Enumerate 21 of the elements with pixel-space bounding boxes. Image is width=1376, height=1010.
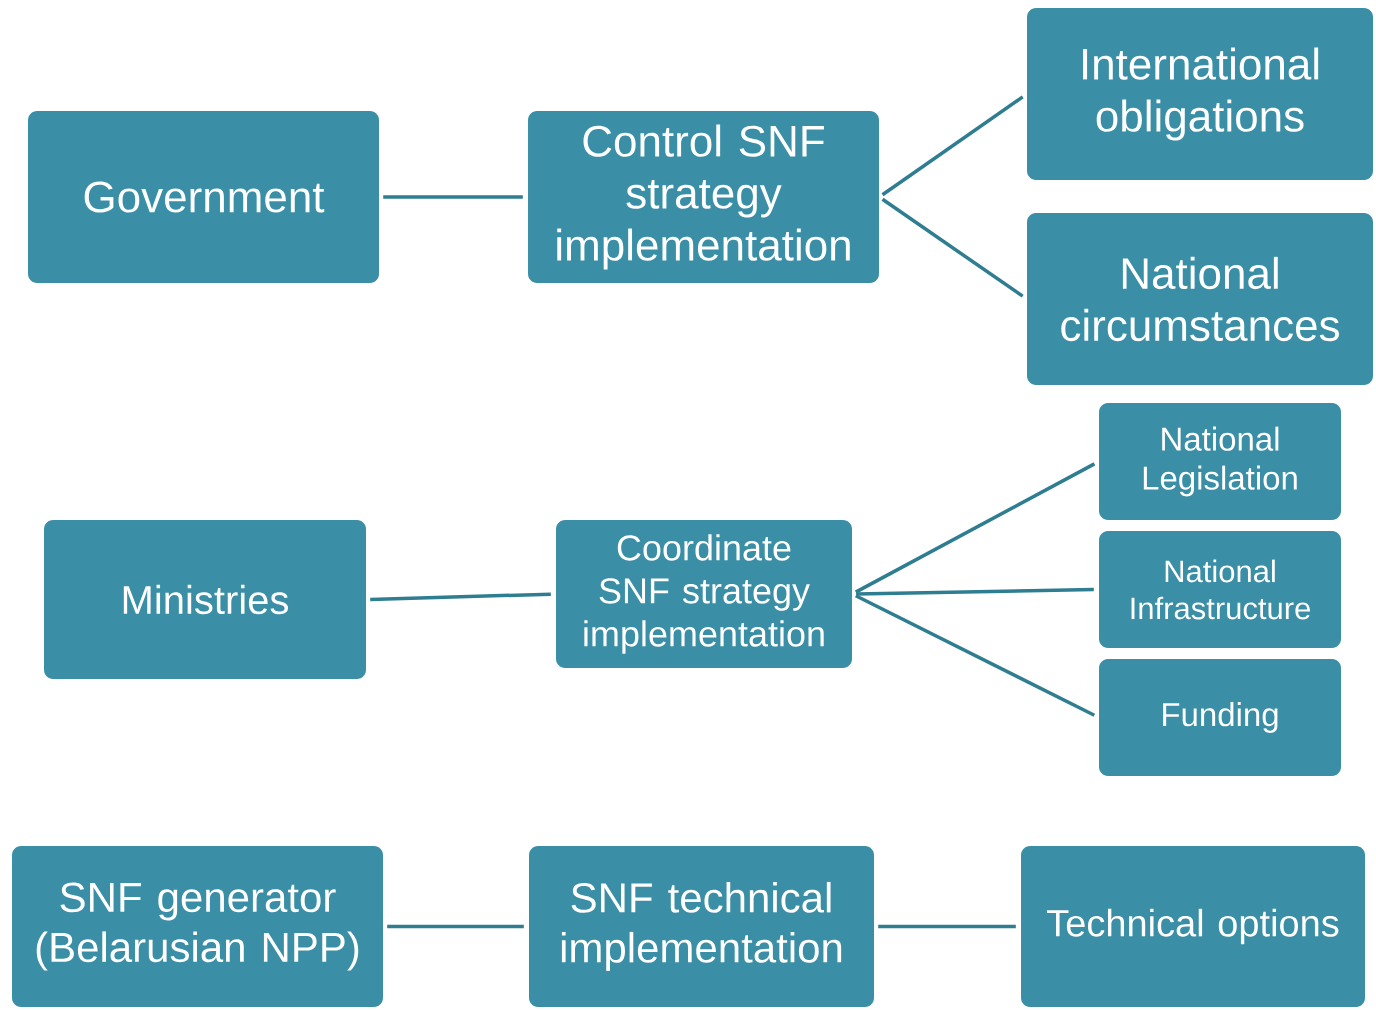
process-box: National Legislation	[1099, 403, 1341, 520]
connector-line	[370, 592, 551, 602]
connector-line	[881, 197, 1024, 298]
process-box: SNF technical implementation	[529, 846, 874, 1007]
connector-line	[878, 924, 1016, 929]
connector-line	[387, 924, 524, 929]
connector-line	[855, 594, 1096, 717]
connector-line	[383, 195, 523, 199]
process-box: Funding	[1099, 659, 1341, 776]
process-box: Coordinate SNF strategy implementation	[556, 520, 852, 668]
process-box: Technical options	[1021, 846, 1365, 1007]
connector-line	[854, 462, 1096, 594]
process-box: National Infrastructure	[1099, 531, 1341, 648]
process-box: International obligations	[1027, 8, 1373, 180]
process-box: SNF generator (Belarusian NPP)	[12, 846, 383, 1007]
process-box: National circumstances	[1027, 213, 1373, 385]
connector-line	[881, 95, 1024, 197]
process-box: Control SNF strategy implementation	[528, 111, 879, 283]
process-box: Ministries	[44, 520, 366, 679]
connector-line	[856, 587, 1094, 596]
process-box: Government	[28, 111, 379, 283]
